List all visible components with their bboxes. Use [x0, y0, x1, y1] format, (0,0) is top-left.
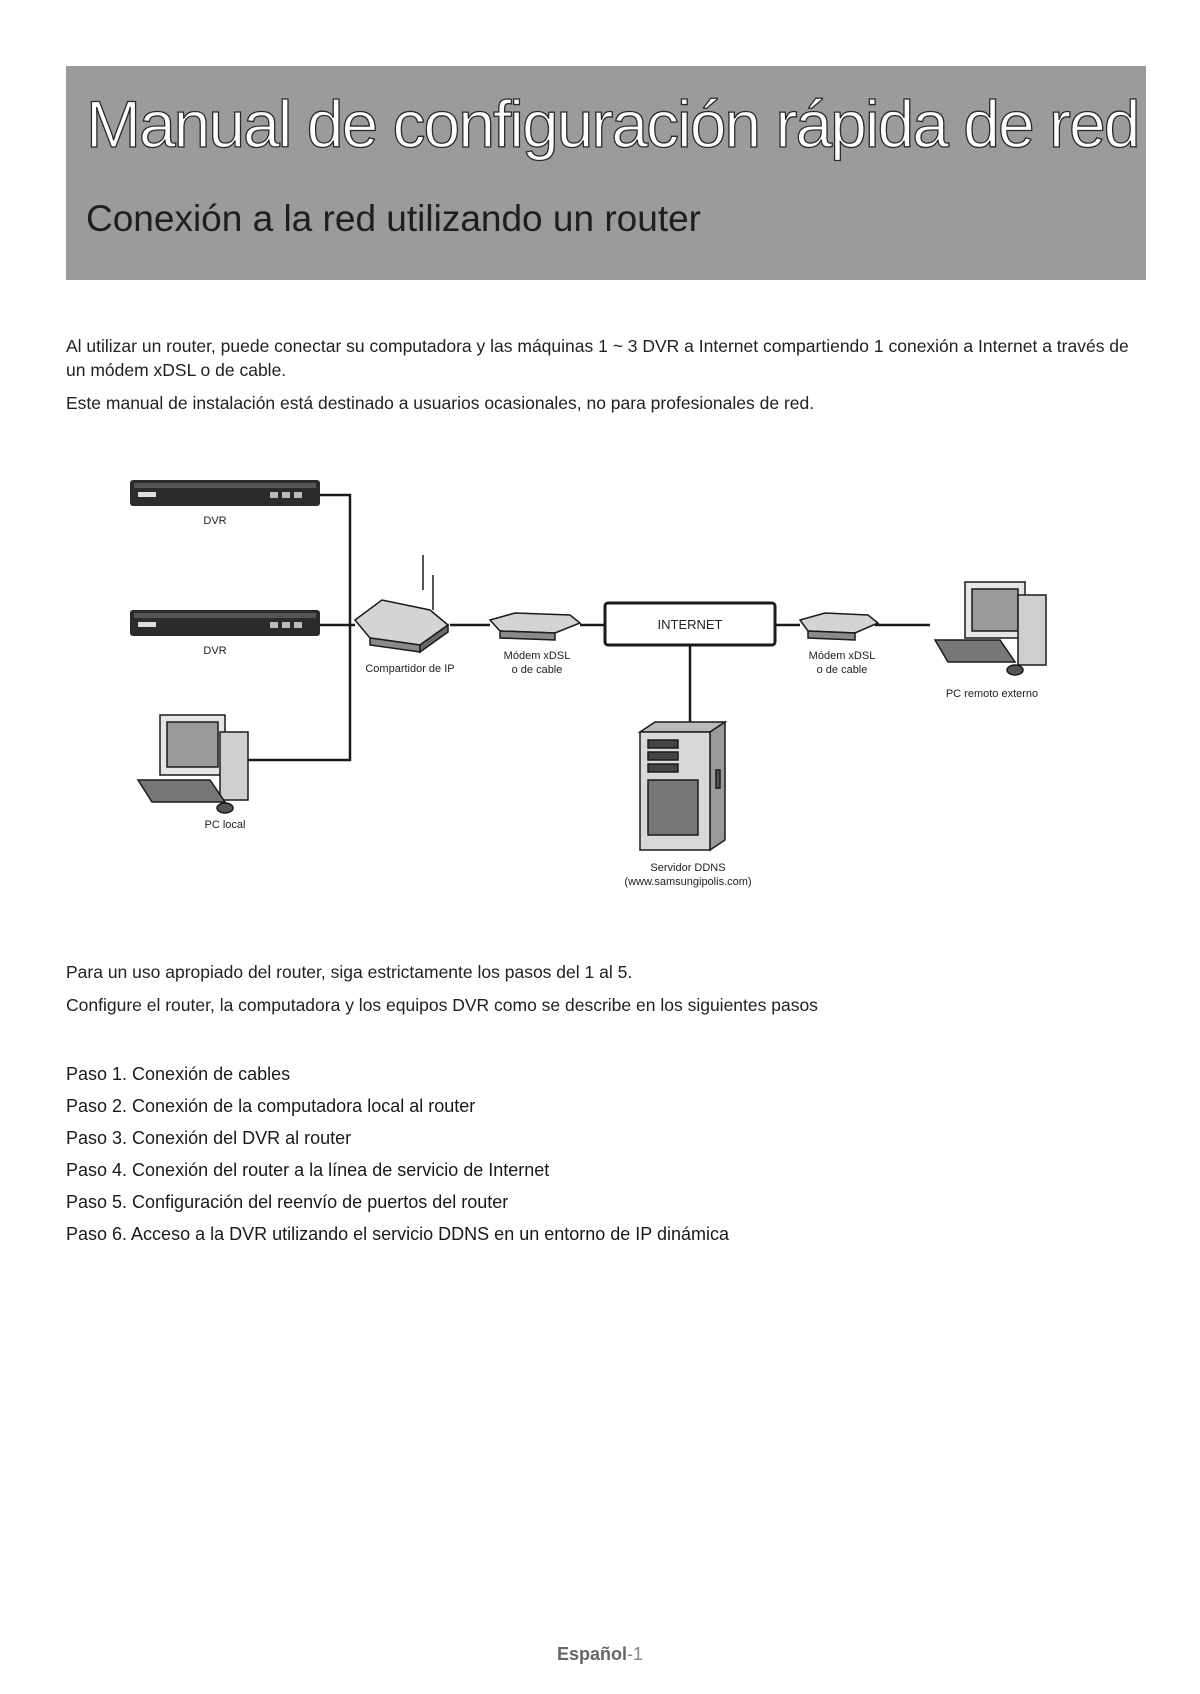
dvr2-label: DVR	[203, 645, 226, 657]
page-title: Manual de configuración rápida de red	[85, 86, 1141, 161]
intro-paragraph-2: Este manual de instalación está destinad…	[66, 393, 815, 413]
dvr1-label: DVR	[203, 515, 226, 527]
usage-paragraph-2: Configure el router, la computadora y lo…	[66, 995, 818, 1015]
network-diagram: DVR DVR PC local Compartidor de IP Módem…	[130, 480, 1047, 888]
remote-pc-label: PC remoto externo	[946, 688, 1038, 700]
internet-box	[603, 601, 777, 647]
router-label: Compartidor de IP	[365, 663, 454, 675]
step-item: Paso 4. Conexión del router a la línea d…	[66, 1160, 550, 1180]
page-subtitle: Conexión a la red utilizando un router	[86, 198, 701, 239]
internet-label: INTERNET	[658, 617, 723, 632]
header-banner: Manual de configuración rápida de red Co…	[66, 66, 1146, 280]
connection-lines	[240, 493, 930, 762]
router-icon	[353, 555, 450, 654]
modem1-label-line1: Módem xDSL	[504, 650, 571, 662]
modem1-label-line2: o de cable	[512, 664, 563, 676]
ddns-label-line1: Servidor DDNS	[650, 862, 725, 874]
intro-paragraph-1: Al utilizar un router, puede conectar su…	[66, 336, 1129, 380]
usage-paragraph-1: Para un uso apropiado del router, siga e…	[66, 962, 633, 982]
footer-language: Español	[556, 1644, 627, 1664]
step-item: Paso 1. Conexión de cables	[66, 1064, 291, 1084]
page-footer: Español-1	[0, 1644, 1200, 1665]
modem2-label-line1: Módem xDSL	[809, 650, 876, 662]
footer-page-number: -1	[627, 1644, 644, 1664]
usage-section: Para un uso apropiado del router, siga e…	[66, 960, 1151, 1026]
server-tower-icon	[637, 720, 728, 852]
desktop-computer-icon	[136, 714, 249, 814]
step-item: Paso 6. Acceso a la DVR utilizando el se…	[66, 1224, 730, 1244]
ddns-label-line2: (www.samsungipolis.com)	[624, 876, 751, 888]
dvr-device-icon	[130, 480, 320, 506]
step-item: Paso 2. Conexión de la computadora local…	[66, 1096, 476, 1116]
steps-list: Paso 1. Conexión de cables Paso 2. Conex…	[66, 1058, 1151, 1250]
desktop-computer-icon	[933, 581, 1047, 676]
modem-icon	[488, 612, 582, 641]
intro-section: Al utilizar un router, puede conectar su…	[66, 334, 1151, 424]
step-item: Paso 5. Configuración del reenvío de pue…	[66, 1192, 509, 1212]
modem2-label-line2: o de cable	[817, 664, 868, 676]
step-item: Paso 3. Conexión del DVR al router	[66, 1128, 352, 1148]
dvr-device-icon	[130, 610, 320, 636]
local-pc-label: PC local	[205, 819, 246, 831]
modem-icon	[798, 612, 880, 641]
